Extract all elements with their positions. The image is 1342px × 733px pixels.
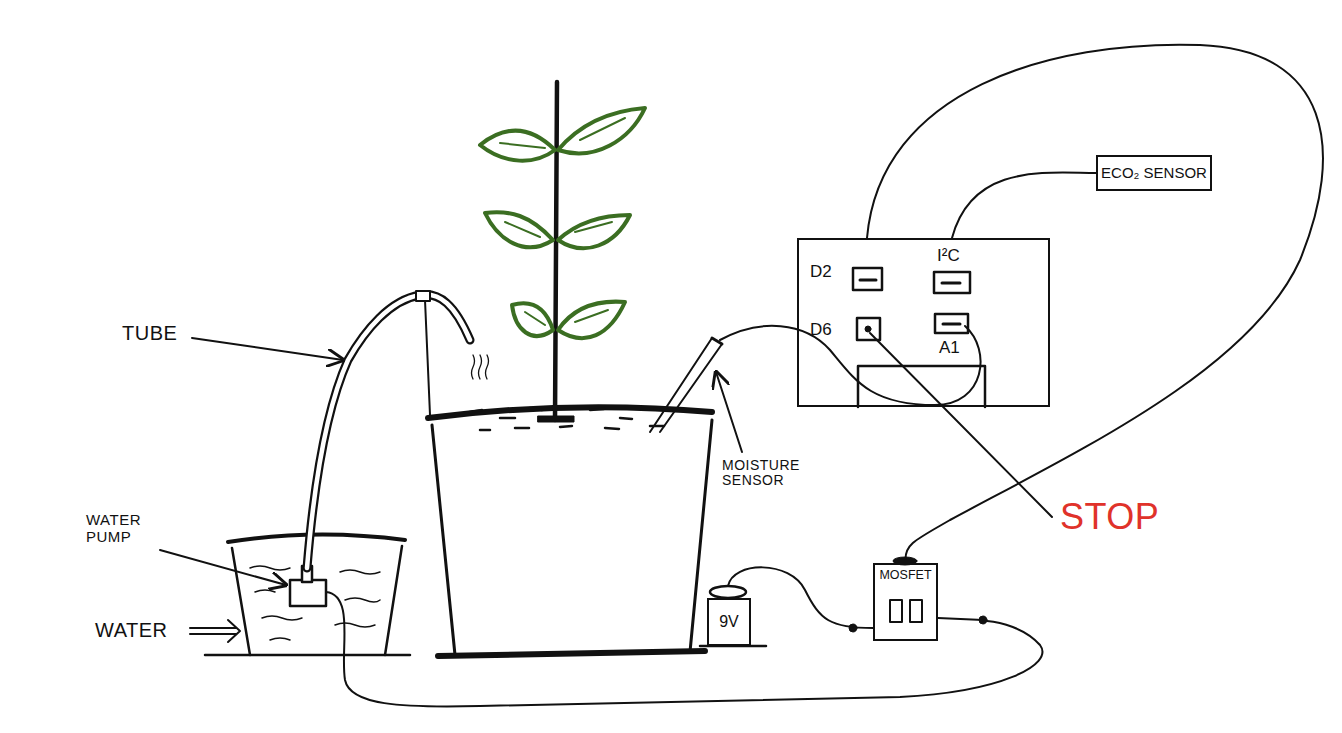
part-label: WATER PUMP xyxy=(86,512,166,545)
wire xyxy=(952,173,1096,238)
pin-label: A1 xyxy=(939,338,960,358)
mosfet-module: MOSFET xyxy=(873,563,938,641)
node-text: 9V xyxy=(719,613,739,631)
part-label: TUBE xyxy=(122,322,177,344)
part-label: WATER xyxy=(95,619,168,641)
note-label: STOP xyxy=(1060,497,1159,537)
battery: 9V xyxy=(707,598,751,646)
pin-label: D2 xyxy=(810,262,832,282)
controller-board: D2 I²C D6A1 xyxy=(797,238,1050,407)
pin-label: D6 xyxy=(810,320,832,340)
node-text: ECO₂ SENSOR xyxy=(1101,164,1207,181)
pin-label: I²C xyxy=(937,246,960,266)
node-text: MOSFET xyxy=(879,568,931,582)
wire xyxy=(867,45,1323,559)
part-label: MOISTURE SENSOR xyxy=(722,458,814,489)
sensor-box: ECO₂ SENSOR xyxy=(1096,155,1212,191)
